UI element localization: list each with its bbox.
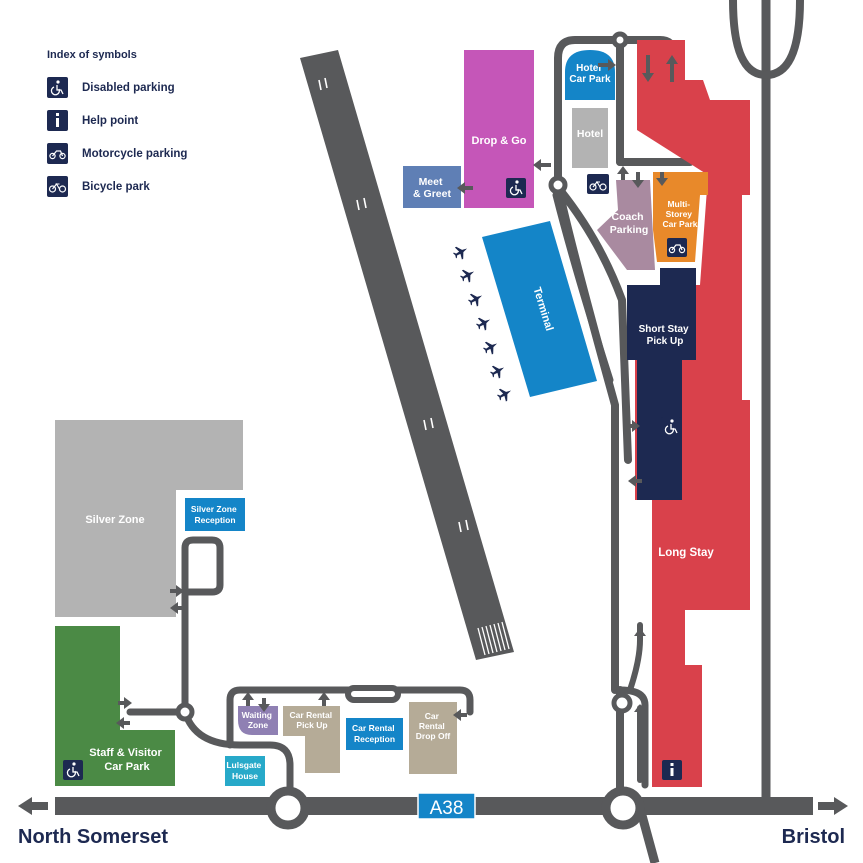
arrow-up-icon: [634, 628, 646, 650]
legend-label: Motorcycle parking: [82, 148, 187, 160]
arrow-left-icon: [116, 717, 130, 729]
aircraft-icon: [466, 289, 486, 309]
roundabout-east: [601, 786, 645, 830]
aircraft-icon: [488, 361, 508, 381]
lulsgate-house-label: Lulsgate House: [226, 760, 263, 781]
arrow-left-icon: [457, 182, 473, 194]
map-symbols: [63, 174, 687, 780]
legend-title: Index of symbols: [47, 49, 137, 61]
motorcycle-icon: [49, 150, 66, 160]
wheelchair-icon: [63, 760, 83, 780]
arrow-west-icon: [18, 797, 32, 815]
hotel-car-park-label: Hotel Car Park: [569, 63, 611, 85]
a38-label: A38: [430, 798, 464, 819]
legend-label: Help point: [82, 115, 138, 127]
silver-zone-label: Silver Zone: [85, 514, 144, 526]
coach-parking-zone: Coach Parking: [597, 180, 655, 270]
arrow-down-icon: [632, 172, 644, 188]
car-rental-pickup: Car Rental Pick Up: [283, 706, 340, 773]
meet-greet-zone: Meet & Greet: [403, 166, 461, 208]
car-rental-pickup-label: Car Rental Pick Up: [290, 710, 335, 730]
silver-zone-reception-label: Silver Zone Reception: [191, 504, 239, 525]
arrow-up-icon: [242, 692, 254, 706]
short-stay-zone: Short Stay Pick Up: [627, 268, 696, 500]
arrow-left-icon: [453, 709, 467, 721]
long-stay-label: Long Stay: [658, 547, 714, 559]
car-rental-reception-label: Car Rental Reception: [352, 723, 397, 744]
direction-north-somerset: North Somerset: [18, 826, 168, 848]
arrow-right-icon: [170, 585, 184, 597]
arrow-up-icon: [617, 166, 629, 180]
bicycle-icon: [48, 183, 67, 193]
staff-visitor-car-park: Staff & Visitor Car Park: [55, 626, 175, 786]
multi-storey-label: Multi- Storey Car Park: [663, 199, 698, 229]
car-rental-dropoff: Car Rental Drop Off: [409, 702, 457, 774]
arrow-down-icon: [258, 698, 270, 712]
runway: [300, 50, 514, 660]
wheelchair-icon: [50, 80, 64, 96]
arrow-down-icon: [656, 172, 668, 186]
drop-go-label: Drop & Go: [472, 135, 527, 147]
car-rental-dropoff-label: Car Rental Drop Off: [416, 711, 451, 741]
arrow-up-icon: [318, 692, 330, 706]
legend: Index of symbols Disabled parking Help p…: [47, 49, 187, 197]
aircraft-icon: [451, 242, 471, 262]
motorcycle-icon: [667, 238, 687, 257]
terminal-building: Terminal: [482, 221, 597, 397]
arrow-left-icon: [170, 602, 184, 614]
silver-zone: Silver Zone: [55, 420, 243, 617]
legend-item-disabled-parking: Disabled parking: [47, 77, 175, 98]
arrow-left-icon: [533, 159, 551, 171]
staff-visitor-label: Staff & Visitor Car Park: [89, 747, 165, 773]
arrow-up-icon: [634, 704, 646, 720]
roundabout-west: [266, 786, 310, 830]
hotel-car-park-zone: Hotel Car Park: [565, 50, 615, 100]
legend-item-help-point: Help point: [47, 110, 138, 131]
arrow-right-icon: [118, 697, 132, 709]
info-icon: [56, 113, 59, 127]
aircraft-icon: [481, 337, 501, 357]
lulsgate-house: Lulsgate House: [225, 756, 265, 786]
aircraft-icon: [458, 265, 478, 285]
short-stay-label: Short Stay Pick Up: [639, 324, 692, 347]
runway-threshold-stripes: [477, 621, 510, 656]
a38-road: A38: [18, 786, 848, 863]
multi-storey-car-park: Multi- Storey Car Park: [653, 172, 708, 262]
airport-roads: [126, 0, 804, 805]
info-icon: [662, 760, 682, 780]
silver-zone-reception: Silver Zone Reception: [185, 498, 245, 531]
wheelchair-icon: [661, 417, 681, 437]
aircraft-icon: [495, 384, 515, 404]
a38-road-sign: [417, 792, 476, 820]
legend-label: Bicycle park: [82, 181, 150, 193]
aircraft-icon: [474, 313, 494, 333]
arrow-right-icon: [598, 59, 616, 71]
bicycle-icon: [587, 174, 609, 194]
meet-greet-label: Meet & Greet: [413, 176, 451, 200]
arrow-right-icon: [624, 420, 640, 432]
coach-parking-label: Coach Parking: [610, 211, 649, 236]
legend-label: Disabled parking: [82, 82, 175, 94]
arrow-down-icon: [642, 55, 654, 82]
car-rental-reception: Car Rental Reception: [346, 718, 403, 750]
arrow-up-icon: [666, 55, 678, 82]
long-stay-zone: Long Stay: [635, 40, 750, 787]
waiting-zone-label: Waiting Zone: [242, 710, 275, 730]
arrow-left-icon: [628, 475, 642, 487]
waiting-zone: Waiting Zone: [238, 706, 278, 735]
direction-bristol: Bristol: [782, 826, 845, 848]
legend-item-bicycle-park: Bicycle park: [47, 176, 150, 197]
hotel-label: Hotel: [577, 128, 603, 140]
legend-item-motorcycle-parking: Motorcycle parking: [47, 143, 187, 164]
wheelchair-icon: [506, 178, 526, 198]
hotel-zone: Hotel: [572, 108, 608, 168]
traffic-arrows: [116, 55, 678, 729]
arrow-east-icon: [834, 797, 848, 815]
